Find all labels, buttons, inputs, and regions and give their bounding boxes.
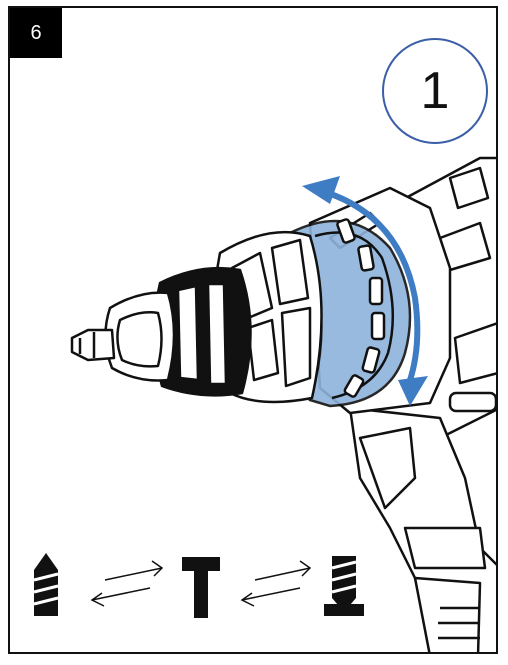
drill-bit-icon [33,553,59,616]
instruction-panel: 6 1 [8,6,498,654]
exchange-arrows-icon [90,560,164,607]
exchange-arrows-icon [240,560,312,607]
screw-icon [324,556,364,616]
mode-icons [33,553,364,618]
step-circle-label: 1 [382,38,488,144]
torque-collar [288,218,412,408]
rotate-arrow-icon [325,190,421,389]
drill-illustration [33,156,496,652]
drill-vents [448,166,490,210]
hammer-icon [182,557,220,618]
step-number-badge: 6 [10,8,62,58]
